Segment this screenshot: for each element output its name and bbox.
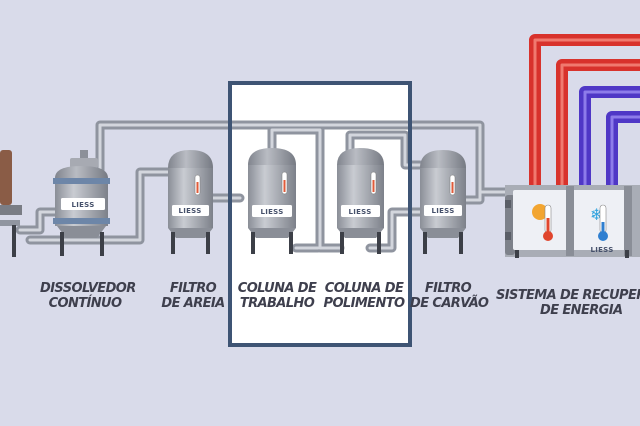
label-coluna-trabalho: COLUNA DE TRABALHO xyxy=(237,281,317,311)
coluna-trabalho-tank: LIESS xyxy=(248,148,296,254)
label-filtro-carvao: FILTRO DE CARVÃO xyxy=(410,281,489,311)
recuperacao-unit: ❄ LIESS xyxy=(505,185,640,258)
recuperacao-brand: LIESS xyxy=(590,246,613,254)
dissolvedor-tank: LIESS xyxy=(53,150,110,256)
filtro-carvao-tank: LIESS xyxy=(420,150,466,254)
coluna-polimento-tank: LIESS xyxy=(337,148,384,254)
highlight-frame xyxy=(228,81,412,347)
label-filtro-areia: FILTRO DE AREIA xyxy=(161,281,225,311)
filtro-areia-brand: LIESS xyxy=(178,207,201,215)
hot-pipes xyxy=(529,34,640,201)
coluna-trabalho-brand: LIESS xyxy=(260,208,283,216)
filtro-carvao-brand: LIESS xyxy=(431,207,454,215)
cold-pipes xyxy=(579,86,640,201)
filtro-areia-tank: LIESS xyxy=(168,150,213,254)
label-recuperacao: SISTEMA DE RECUPERAÇÃO DE ENERGIA xyxy=(496,288,640,318)
inlet-equipment xyxy=(0,150,22,257)
sun-icon xyxy=(532,204,548,220)
dissolvedor-brand: LIESS xyxy=(71,201,94,209)
coluna-polimento-brand: LIESS xyxy=(348,208,371,216)
label-coluna-polimento: COLUNA DE POLIMENTO xyxy=(323,281,406,311)
label-dissolvedor: DISSOLVEDOR CONTÍNUO xyxy=(40,281,136,311)
